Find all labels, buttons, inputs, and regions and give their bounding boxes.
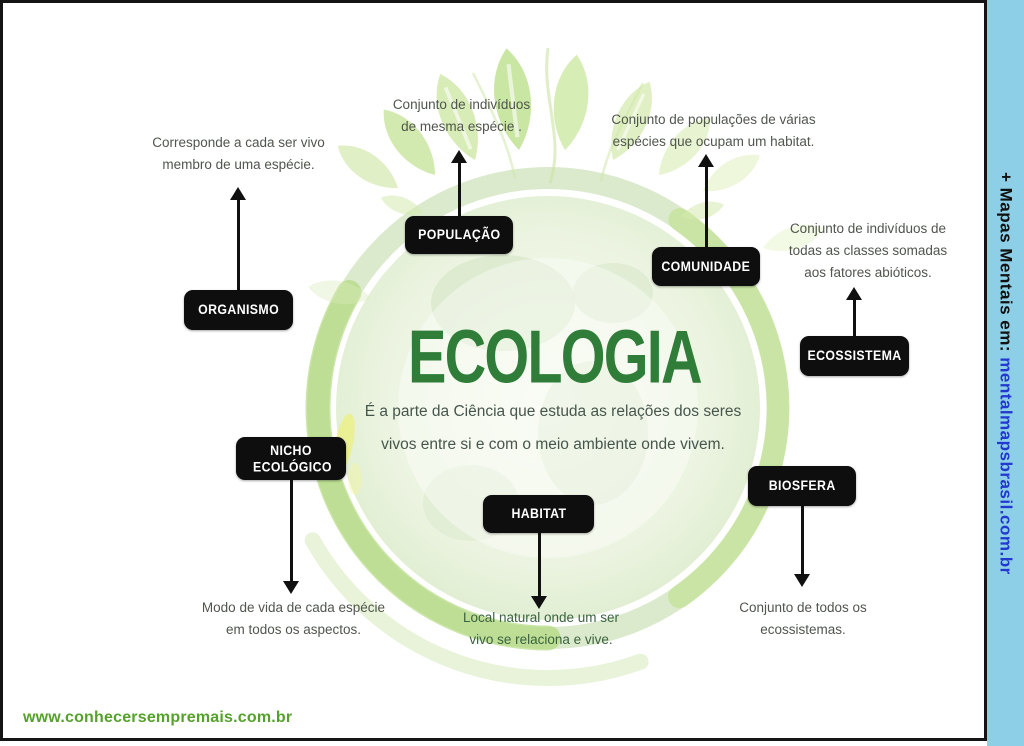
central-topic-title: ECOLOGIA [408,313,703,399]
ecossistema-arrow-up-icon [845,287,863,336]
ecossistema-description: Conjunto de indivíduos de todas as class… [788,221,948,280]
habitat-arrow-down-icon [530,533,548,609]
mind-map-main-area: ECOLOGIA É a parte da Ciência que estuda… [0,0,987,741]
definition-line-1: É a parte da Ciência que estuda as relaç… [364,403,742,420]
organismo-description: Corresponde a cada ser vivo membro de um… [152,135,325,172]
node-populacao[interactable]: POPULAÇÃO [405,216,513,254]
node-organismo[interactable]: ORGANISMO [184,290,293,330]
node-populacao-label: POPULAÇÃO [417,226,501,243]
side-banner-text: + Mapas Mentais em: mentalmapsbrasil.com… [996,172,1016,575]
biosfera-description: Conjunto de todos os ecossistemas. [739,600,867,637]
organismo-arrow-up-icon [229,187,247,290]
node-habitat-label: HABITAT [510,505,567,522]
node-nicho-ecologico-label: NICHO ECOLÓGICO [253,441,332,475]
node-ecossistema[interactable]: ECOSSISTEMA [800,336,909,376]
populacao-arrow-up-icon [450,150,468,216]
side-banner: + Mapas Mentais em: mentalmapsbrasil.com… [987,0,1024,746]
populacao-description: Conjunto de indivíduos de mesma espécie … [392,97,531,134]
comunidade-arrow-up-icon [697,154,715,247]
nicho-ecologico-description: Modo de vida de cada espécie em todos os… [201,600,386,637]
node-habitat[interactable]: HABITAT [483,495,594,533]
node-ecossistema-label: ECOSSISTEMA [807,347,902,364]
node-nicho-ecologico[interactable]: NICHO ECOLÓGICO [236,437,346,480]
node-biosfera-label: BIOSFERA [768,477,836,494]
node-comunidade-label: COMUNIDADE [661,258,751,274]
node-organismo-label: ORGANISMO [198,301,279,318]
footer-website-link[interactable]: www.conhecersempremais.com.br [23,709,293,726]
side-banner-prefix: + Mapas Mentais em: [996,171,1016,357]
earth-leaves-background-art [270,46,828,686]
node-biosfera[interactable]: BIOSFERA [748,466,856,506]
central-topic-definition: É a parte da Ciência que estuda as relaç… [343,395,763,461]
biosfera-arrow-down-icon [793,506,811,587]
nicho-ecologico-arrow-down-icon [282,480,300,594]
side-banner-website-link[interactable]: mentalmapsbrasil.com.br [996,356,1016,575]
habitat-description: Local natural onde um ser vivo se relaci… [462,610,620,647]
comunidade-description: Conjunto de populações de várias espécie… [611,112,816,149]
definition-line-2: vivos entre si e com o meio ambiente ond… [381,436,725,453]
node-comunidade[interactable]: COMUNIDADE [652,247,760,286]
